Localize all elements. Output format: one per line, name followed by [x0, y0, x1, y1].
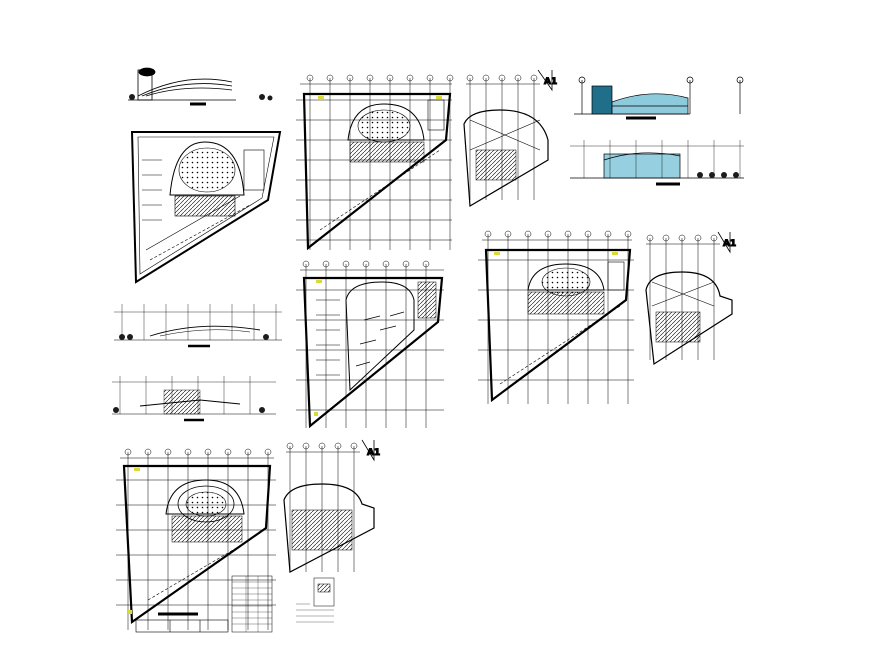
parking-arrows — [355, 311, 405, 367]
elevation-top-right-2 — [570, 140, 744, 186]
section-left-1 — [114, 304, 282, 348]
title-block — [135, 619, 229, 633]
north-label-3: A1 — [367, 448, 380, 458]
tree-row — [129, 94, 273, 101]
north-label-1: A1 — [544, 77, 557, 87]
north-label-2: A1 — [723, 239, 736, 249]
elevation-small-top-left — [128, 67, 273, 106]
north-arrow-3 — [361, 439, 375, 462]
schedule-table — [231, 575, 273, 633]
section-left-2 — [112, 376, 276, 422]
floor-plan-center-parking — [296, 260, 444, 429]
legend-block — [296, 577, 335, 623]
site-plan-upper-left — [130, 131, 282, 284]
grid-bubbles-top — [296, 74, 454, 250]
floor-plan-right-oval: A1 — [645, 231, 737, 366]
north-arrow-2 — [717, 231, 731, 254]
parking-stripes — [142, 159, 162, 221]
floor-plan-center-right — [478, 230, 634, 404]
floor-plan-top-center — [296, 74, 454, 251]
elevation-top-right-1 — [574, 76, 744, 120]
floor-plan-upper-oval: A1 — [463, 69, 558, 208]
north-arrow-1 — [537, 69, 553, 92]
floor-plan-lower-oval: A1 — [283, 439, 381, 573]
floor-plan-lower-left — [116, 448, 276, 630]
